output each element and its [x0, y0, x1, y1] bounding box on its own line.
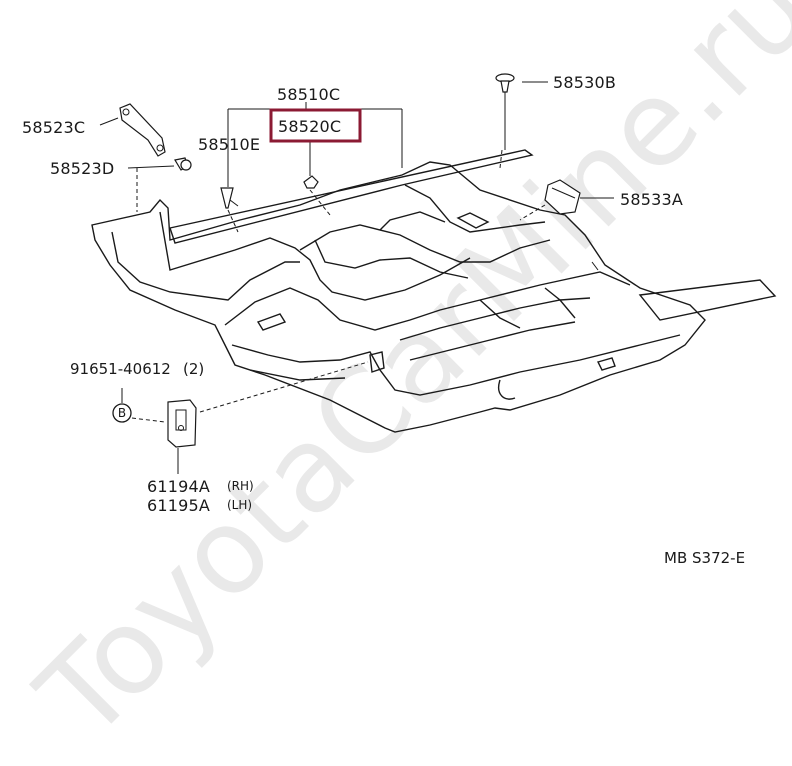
label-58523c: 58523C	[22, 118, 85, 137]
bolt-symbol: B	[112, 403, 132, 423]
pad-58533a-drawing	[544, 179, 581, 215]
label-61194a: 61194A	[147, 477, 210, 496]
label-61195a-side: (LH)	[227, 498, 252, 512]
label-58533a: 58533A	[620, 190, 683, 209]
bolt-symbol-letter: B	[118, 406, 126, 420]
highlight-box	[269, 108, 362, 143]
label-58520c: 58520C	[278, 117, 341, 136]
label-58510c: 58510C	[277, 85, 340, 104]
clip-58530b-drawing	[495, 73, 515, 93]
label-91651-qty: (2)	[183, 360, 204, 378]
label-61194a-side: (RH)	[227, 479, 254, 493]
label-58510e: 58510E	[198, 135, 260, 154]
assembly-dash-lines	[131, 149, 546, 423]
bracket-58523c-drawing	[119, 103, 166, 157]
screw-58523d-drawing	[174, 157, 192, 171]
retainer-61194a-drawing	[167, 399, 197, 448]
clip-58510e-drawing	[220, 187, 234, 209]
diagram-reference-code: MB S372-E	[664, 549, 745, 567]
label-61195a: 61195A	[147, 496, 210, 515]
label-58523d: 58523D	[50, 159, 114, 178]
clip-58520c-drawing	[303, 175, 319, 189]
label-58530b: 58530B	[553, 73, 616, 92]
label-91651-40612: 91651-40612	[70, 360, 171, 378]
floor-carpet-drawing	[91, 149, 777, 433]
